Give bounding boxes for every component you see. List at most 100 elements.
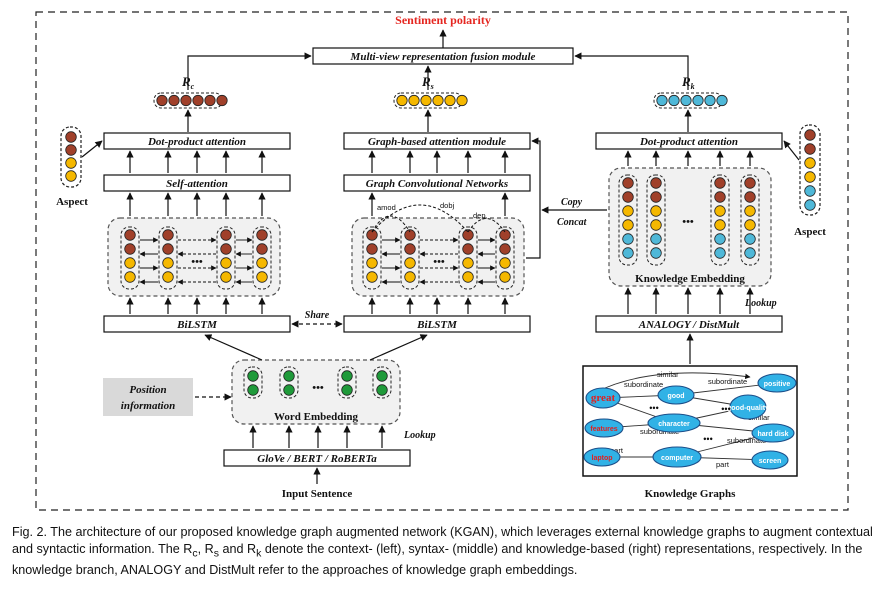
kg-node [583, 447, 621, 467]
context-hidden-column-cell [124, 229, 136, 241]
context-hidden-column-cell [124, 257, 136, 269]
knowledge-embedding-column-cell [622, 177, 634, 189]
kg-node-label: hard disk [757, 431, 788, 438]
caption-part4: denote the context- (left), syntax- (mid… [12, 541, 863, 577]
kg-node [652, 446, 702, 468]
rc-label: Rc [181, 74, 195, 91]
aspect-right-cell [804, 171, 816, 183]
kg-edge [604, 372, 751, 389]
context-hidden-column-cell [256, 257, 268, 269]
dep-label-dobj: dobj [440, 201, 455, 210]
position-info-line2: information [121, 400, 175, 412]
word-embedding-container [231, 359, 401, 425]
aspect-right-vector [804, 129, 816, 211]
context-hidden-column-cell [162, 243, 174, 255]
aspect-left-cell [65, 157, 77, 169]
knowledge-embedding-column-cell [622, 247, 634, 259]
rc-vector-cell [216, 94, 228, 107]
caption-part1: Fig. 2. The architecture of our proposed… [12, 525, 873, 556]
kg-node-label: features [590, 426, 617, 433]
hidden-state-vectors: ••••••••• [120, 174, 760, 290]
knowledge-embedding-column-cell [622, 219, 634, 231]
kg-edge-label: similar [748, 413, 770, 422]
context-hidden-column-cell [256, 229, 268, 241]
aspect-left-vector [65, 131, 77, 182]
fusion-module-label: Multi-view representation fusion module [350, 51, 536, 63]
rs-label: Rs [421, 74, 434, 91]
kg-node-label: screen [759, 458, 782, 465]
knowledge-embedding-column-cell [650, 233, 662, 245]
syntax-hidden-column-cell [404, 243, 416, 255]
aspect-left-to-attn [81, 140, 103, 158]
rc-to-fusion-line [187, 52, 312, 90]
syntax-hidden-column-cell [499, 257, 511, 269]
caption-sub-s: s [213, 547, 219, 560]
kg-edge-label: part [716, 460, 730, 469]
context-hidden-column-cell [162, 257, 174, 269]
input-sentence-label: Input Sentence [282, 488, 353, 500]
context-bilstm-box [103, 315, 291, 333]
kg-edge-label: subordinate [708, 377, 747, 386]
rk-vector-cell [704, 94, 716, 107]
context-hidden-column-container [120, 226, 140, 290]
word-vector-cell [376, 384, 388, 396]
word-vector-cell [341, 370, 353, 382]
word-to-context-bilstm [204, 334, 263, 361]
rk-label: Rk [681, 74, 695, 91]
syntax-hidden-column-cell [366, 257, 378, 269]
rs-vector-cell [456, 94, 468, 107]
syntax-hidden-column-cell [404, 257, 416, 269]
aspect-left-label: Aspect [56, 196, 88, 208]
knowledge-embedding-column-cell [714, 233, 726, 245]
syntax-hidden-to-concat [526, 210, 541, 259]
context-hidden-container [107, 217, 281, 297]
aspect-right-cell [804, 129, 816, 141]
context-bilstm-label: BiLSTM [176, 319, 218, 331]
knowledge-embedding-column-cell [650, 247, 662, 259]
aspect-left-cell [65, 131, 77, 143]
syntax-hidden-column-container [400, 226, 420, 290]
figure-caption: Fig. 2. The architecture of our proposed… [12, 524, 876, 578]
concat-label: Concat [557, 217, 588, 228]
context-ellipsis: ••• [191, 256, 203, 268]
kg-ellipsis: ••• [703, 434, 712, 444]
knowledge-embedding-column-cell [622, 233, 634, 245]
syntax-hidden-column-cell [462, 243, 474, 255]
kg-node-label: laptop [592, 455, 613, 462]
knowledge-embedding-column-cell [744, 205, 756, 217]
rc-vector-cell [180, 94, 192, 107]
knowledge-embedding-column-container [710, 174, 730, 266]
word-vector-container [243, 366, 263, 399]
context-hidden-column-container [216, 226, 236, 290]
syntax-hidden-column-cell [404, 271, 416, 283]
word-embedding-label: Word Embedding [274, 411, 359, 423]
kg-ellipsis: ••• [649, 403, 658, 413]
caption-sub-c: c [192, 547, 198, 560]
knowledge-embedding-column-cell [650, 205, 662, 217]
rc-vector-cell [156, 94, 168, 107]
self-attention-box [103, 174, 291, 192]
syntax-hidden-column-cell [462, 271, 474, 283]
context-hidden-column-container [252, 226, 272, 290]
context-hidden-column-cell [162, 229, 174, 241]
rk-vector-cell [680, 94, 692, 107]
kge-box [595, 315, 783, 333]
knowledge-embedding-column-container [618, 174, 638, 266]
knowledge-embedding-container [608, 167, 772, 287]
kg-edge-label: similar [657, 370, 679, 379]
word-vector-cell [376, 370, 388, 382]
knowledge-embedding-column-cell [650, 219, 662, 231]
kg-node [751, 450, 789, 470]
knowledge-embedding-column-cell [650, 191, 662, 203]
aspect-right-cell [804, 157, 816, 169]
syntax-hidden-column-cell [366, 271, 378, 283]
kg-node-label: computer [661, 455, 693, 462]
word-vector-cell [283, 370, 295, 382]
kg-edge-label: part [610, 446, 624, 455]
gcn-box [343, 174, 531, 192]
context-hidden-column-cell [256, 243, 268, 255]
knowledge-embedding-column-cell [714, 247, 726, 259]
rk-vector-cell [716, 94, 728, 107]
knowledge-attention-label: Dot-product attention [639, 136, 738, 148]
graph-attention-label: Graph-based attention module [368, 136, 506, 148]
